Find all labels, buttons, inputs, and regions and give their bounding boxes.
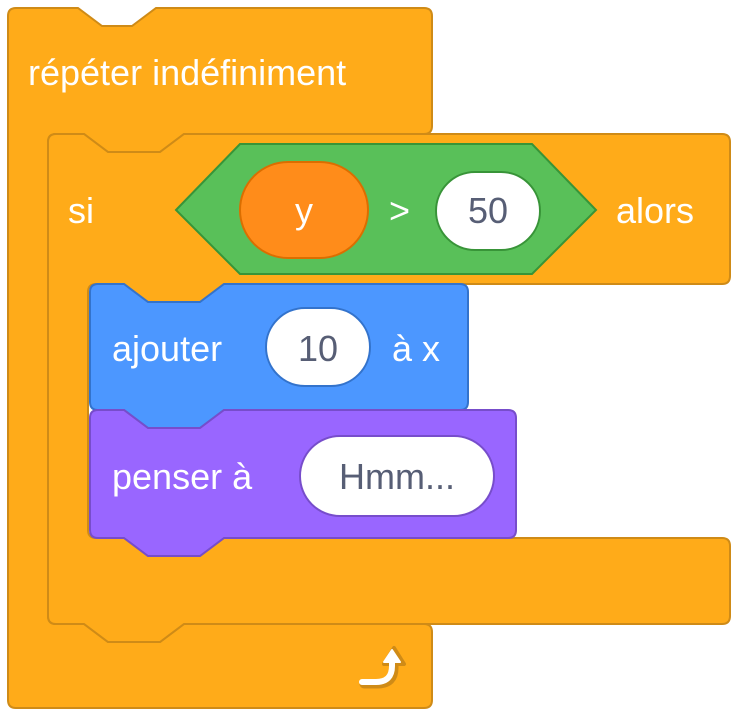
forever-label: répéter indéfiniment xyxy=(28,52,347,93)
loop-arrow-icon xyxy=(359,646,406,689)
if-label: si xyxy=(68,190,94,231)
comparison-value-text: 50 xyxy=(467,190,509,231)
greater-than-symbol: > xyxy=(389,190,411,231)
y-variable-label: y xyxy=(295,190,313,231)
think-text-value: Hmm... xyxy=(339,456,455,497)
then-label: alors xyxy=(616,190,695,231)
comparison-value-field[interactable] xyxy=(435,171,541,251)
change-x-value-field[interactable] xyxy=(265,307,371,387)
change-x-value-text: 10 xyxy=(297,328,339,369)
if-block[interactable] xyxy=(47,133,731,643)
y-variable-reporter[interactable] xyxy=(239,161,369,259)
change-x-label-before: ajouter xyxy=(112,328,223,369)
think-label: penser à xyxy=(112,456,253,497)
think-text-field[interactable] xyxy=(299,435,495,517)
change-x-label-after: à x xyxy=(392,328,441,369)
